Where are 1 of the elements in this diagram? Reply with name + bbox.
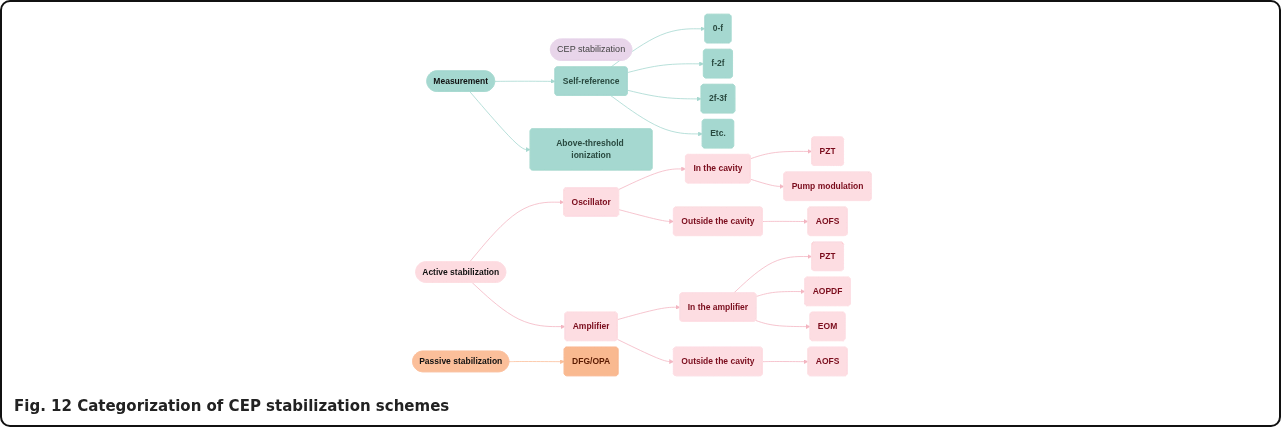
- figure-caption: Fig. 12 Categorization of CEP stabilization schemes: [14, 397, 450, 415]
